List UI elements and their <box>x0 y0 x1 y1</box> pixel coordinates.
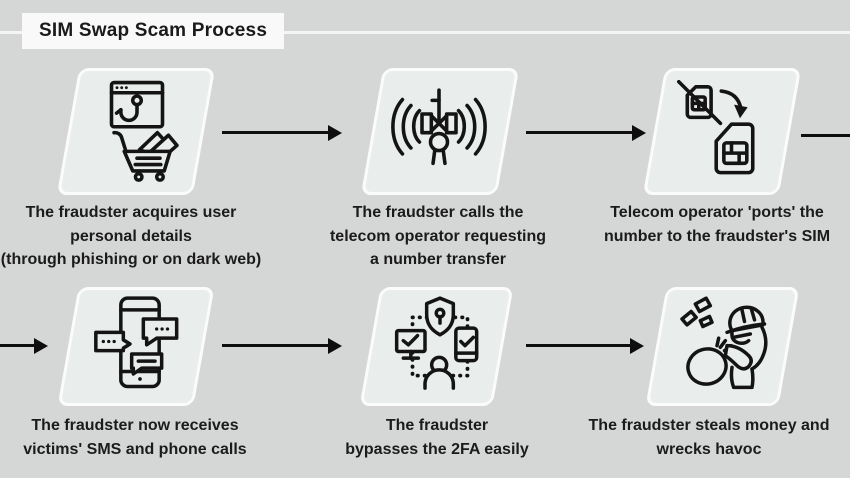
flow-arrow-step4-step5 <box>222 337 342 354</box>
flow-arrow-step1-step2 <box>222 124 342 141</box>
page-title: SIM Swap Scam Process <box>22 13 285 49</box>
step-caption-4: The fraudster now receives victims' SMS … <box>23 417 247 458</box>
flow-arrow-step2-step3 <box>526 124 646 141</box>
2fa-bypass-icon <box>394 296 479 390</box>
phishing-shopping-cart-icon <box>109 80 179 182</box>
step-caption-1: The fraudster acquires user personal det… <box>0 204 262 268</box>
step-caption-3: Telecom operator 'ports' the number to t… <box>603 204 831 245</box>
flow-arrow-step5-step6 <box>526 337 644 354</box>
step-caption-6: The fraudster steals money and wrecks ha… <box>588 417 830 458</box>
flow-arrow-row2-entry <box>0 337 48 354</box>
title-divider-line <box>0 31 850 34</box>
flow-arrow-row1-exit <box>801 134 850 137</box>
step-caption-2: The fraudster calls the telecom operator… <box>329 204 547 268</box>
step-caption-5: The fraudster bypasses the 2FA easily <box>345 417 529 458</box>
phone-sms-icon <box>94 296 179 389</box>
thief-money-bag-icon <box>680 296 768 390</box>
cell-tower-icon <box>391 88 487 166</box>
sim-swap-icon <box>677 80 755 175</box>
